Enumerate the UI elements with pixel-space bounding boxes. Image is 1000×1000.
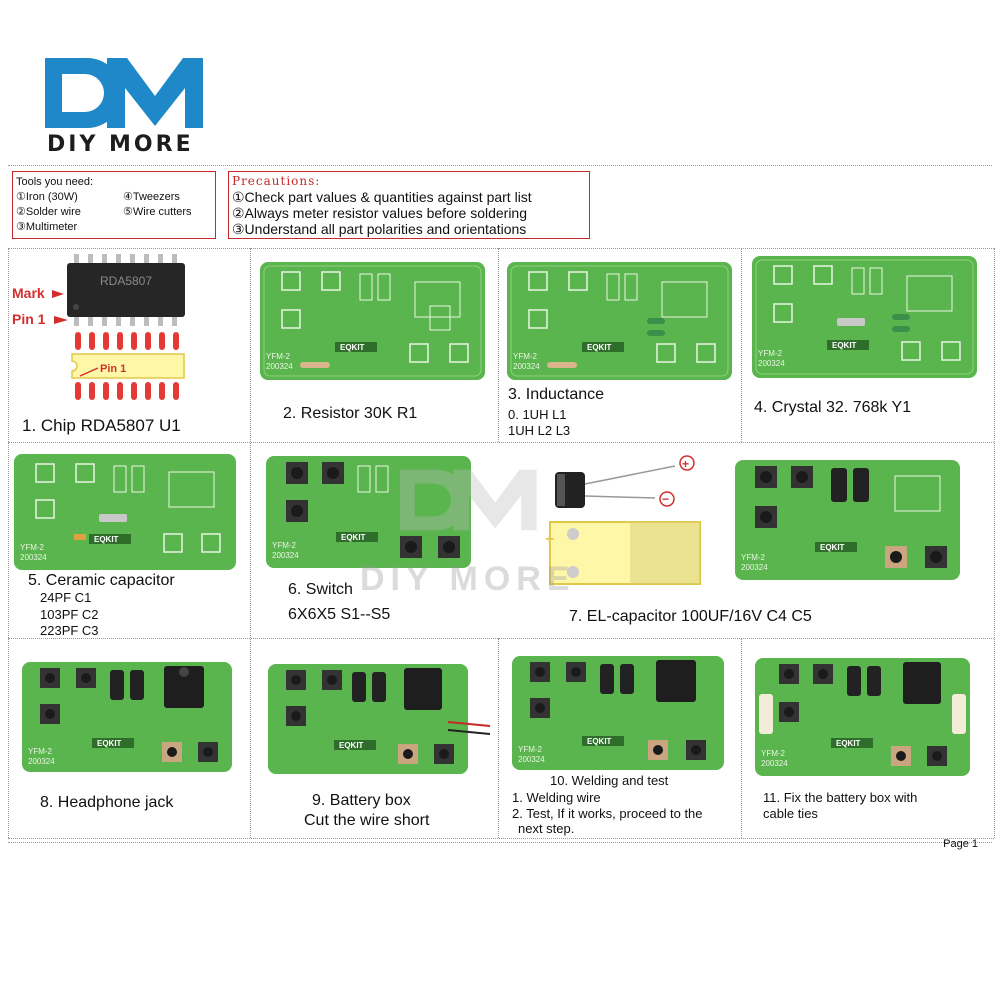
- step-3-detail: 0. 1UH L1: [508, 407, 567, 422]
- precautions-box: Precautions: ①Check part values & quanti…: [228, 171, 590, 239]
- step-9-detail: Cut the wire short: [304, 812, 430, 829]
- grid-line: [8, 248, 9, 838]
- chip-illustration: RDA5807 Mark Pin 1 Pin 1: [12, 254, 185, 400]
- tool-item: ②Solder wire: [16, 206, 81, 218]
- step-3-caption: 3. Inductance: [508, 386, 605, 403]
- tool-item: ④Tweezers: [123, 191, 180, 203]
- board-brand: EQKIT: [97, 739, 122, 748]
- steps-grid: [8, 248, 995, 839]
- board-model: YFM-2: [20, 543, 45, 552]
- board-model: YFM-2: [513, 352, 538, 361]
- pcb-board: EQKIT YFM-2 200324: [266, 456, 471, 568]
- chip-marking: RDA5807: [100, 274, 152, 288]
- step-11-caption: 11. Fix the battery box with: [763, 790, 918, 805]
- step-2-caption: 2. Resistor 30K R1: [283, 405, 418, 422]
- brand-logo: DIY MORE: [45, 58, 235, 158]
- tool-item: ③Multimeter: [16, 221, 78, 233]
- step-5-detail: 223PF C3: [40, 623, 99, 638]
- step-11-detail: cable ties: [763, 806, 818, 821]
- board-date: 200324: [761, 759, 788, 768]
- board-brand: EQKIT: [832, 341, 857, 350]
- pin1-label: Pin 1: [12, 311, 46, 327]
- pcb-board: EQKIT YFM-2 200324: [752, 256, 977, 378]
- step-6-detail: 6X6X5 S1--S5: [288, 606, 391, 623]
- grid-line: [8, 838, 994, 839]
- board-brand: EQKIT: [340, 343, 365, 352]
- pcb-board: EQKIT YFM-2 200324: [14, 454, 236, 570]
- grid-line: [498, 638, 499, 838]
- minus-symbol: −: [662, 492, 669, 506]
- pcb-board: EQKIT YFM-2 200324: [507, 262, 732, 380]
- step-1-caption: 1. Chip RDA5807 U1: [22, 416, 181, 435]
- step-8-caption: 8. Headphone jack: [40, 794, 174, 811]
- dm-logo-mark: [45, 58, 203, 128]
- grid-line: [741, 248, 742, 442]
- pin1-inner-label: Pin 1: [100, 363, 126, 375]
- top-divider: [8, 165, 992, 166]
- board-model: YFM-2: [758, 349, 783, 358]
- board-model: YFM-2: [761, 749, 786, 758]
- step-5-caption: 5. Ceramic capacitor: [28, 572, 175, 589]
- board-brand: EQKIT: [820, 543, 845, 552]
- grid-line: [8, 248, 994, 249]
- tools-heading: Tools you need:: [16, 176, 94, 188]
- grid-line: [8, 442, 994, 443]
- step-10-caption: 10. Welding and test: [550, 773, 669, 788]
- step-7-caption: 7. EL-capacitor 100UF/16V C4 C5: [569, 608, 812, 625]
- tools-box: Tools you need: ①Iron (30W) ②Solder wire…: [12, 171, 216, 239]
- board-date: 200324: [741, 563, 768, 572]
- grid-line: [8, 638, 994, 639]
- grid-line: [994, 248, 995, 838]
- mark-label: Mark: [12, 285, 45, 301]
- tool-item: ①Iron (30W): [16, 191, 78, 203]
- tool-item: ⑤Wire cutters: [123, 206, 192, 218]
- step-6-caption: 6. Switch: [288, 581, 353, 598]
- step-10-detail: 1. Welding wire: [512, 790, 601, 805]
- step-5-detail: 24PF C1: [40, 590, 92, 605]
- step-10-detail: 2. Test, If it works, proceed to the: [512, 806, 703, 821]
- board-model: YFM-2: [518, 745, 543, 754]
- logo-text: DIY MORE: [47, 132, 194, 157]
- board-model: YFM-2: [741, 553, 766, 562]
- step-4-caption: 4. Crystal 32. 768k Y1: [754, 399, 912, 416]
- pcb-board: EQKIT YFM-2 200324: [735, 460, 960, 580]
- board-brand: EQKIT: [94, 535, 119, 544]
- step-9-caption: 9. Battery box: [312, 792, 411, 809]
- capacitor-polarity-illustration: + − +: [545, 455, 701, 585]
- board-date: 200324: [272, 551, 299, 560]
- pcb-board: EQKIT YFM-2 200324: [260, 262, 485, 380]
- pcb-board: EQKIT: [268, 664, 490, 774]
- precaution-item: ①Check part values & quantities against …: [232, 189, 532, 205]
- bottom-divider: [8, 842, 992, 843]
- board-brand: EQKIT: [341, 533, 366, 542]
- step-3-detail: 1UH L2 L3: [508, 423, 571, 438]
- pcb-board: EQKIT YFM-2 200324: [755, 658, 970, 776]
- step-10-detail: next step.: [518, 821, 575, 836]
- precaution-item: ②Always meter resistor values before sol…: [232, 205, 528, 221]
- board-model: YFM-2: [28, 747, 53, 756]
- plus-symbol: +: [682, 457, 689, 471]
- board-date: 200324: [513, 362, 540, 371]
- step-5-detail: 103PF C2: [40, 607, 99, 622]
- grid-line: [498, 248, 499, 442]
- board-model: YFM-2: [272, 541, 297, 550]
- precaution-item: ③Understand all part polarities and orie…: [232, 221, 527, 237]
- board-date: 200324: [518, 755, 545, 764]
- board-date: 200324: [20, 553, 47, 562]
- board-brand: EQKIT: [587, 343, 612, 352]
- precautions-heading: Precautions:: [232, 174, 321, 188]
- grid-line: [741, 638, 742, 838]
- pcb-board: EQKIT YFM-2 200324: [512, 656, 724, 770]
- board-brand: EQKIT: [339, 741, 364, 750]
- svg-text:+: +: [545, 531, 554, 548]
- board-brand: EQKIT: [836, 739, 861, 748]
- page-number: Page 1: [943, 838, 978, 850]
- grid-line: [250, 248, 251, 838]
- board-date: 200324: [266, 362, 293, 371]
- board-date: 200324: [28, 757, 55, 766]
- board-model: YFM-2: [266, 352, 291, 361]
- pcb-board: EQKIT YFM-2 200324: [22, 662, 232, 772]
- board-brand: EQKIT: [587, 737, 612, 746]
- board-date: 200324: [758, 359, 785, 368]
